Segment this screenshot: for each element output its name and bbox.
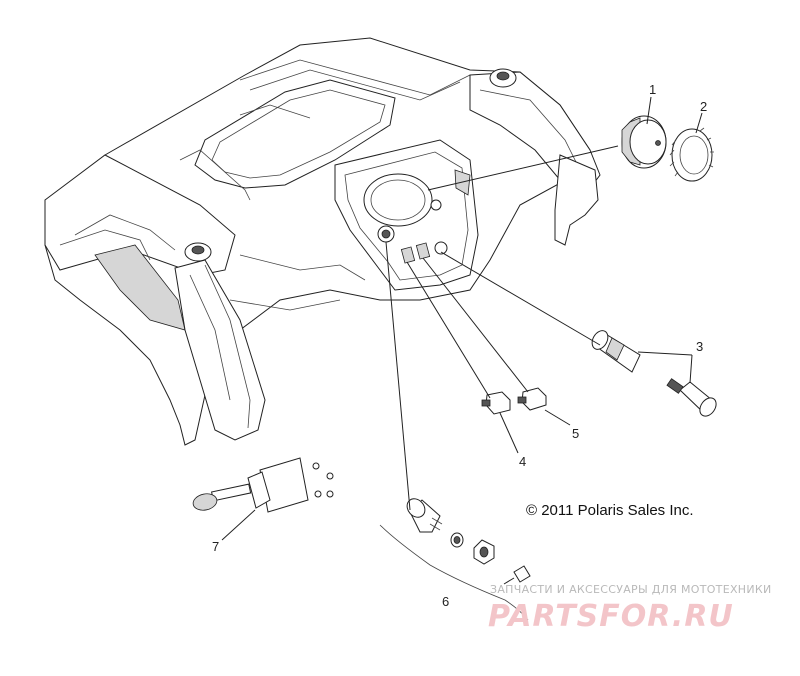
callout-7: 7 [212,539,219,554]
power-outlet-socket [666,378,717,417]
gauge-ring-part [669,127,714,182]
callout-5: 5 [572,426,579,441]
dashboard-body [44,37,601,446]
light-switch-lever [192,457,334,513]
gauge-part [621,115,667,169]
ignition-key [503,565,531,585]
ignition-nut [473,539,495,565]
watermark-tagline: ЗАПЧАСТИ И АКСЕССУАРЫ ДЛЯ МОТОТЕХНИКИ [490,583,772,596]
power-outlet-sleeve [591,330,641,373]
callout-6: 6 [442,594,449,609]
ignition-switch-body [406,498,443,533]
ignition-washer [450,532,464,548]
rocker-switch-4 [481,391,511,415]
leader-lines [221,96,703,541]
callout-4: 4 [519,454,526,469]
callout-3: 3 [696,339,703,354]
watermark-brand: PARTSFOR.RU [488,599,734,634]
copyright-notice: © 2011 Polaris Sales Inc. [526,502,694,519]
mount-post-left [184,242,212,262]
mount-post-right [489,68,517,88]
rocker-switch-5 [517,387,547,411]
callout-1: 1 [649,82,656,97]
ignition-kit-bracket [379,524,529,621]
callout-2: 2 [700,99,707,114]
